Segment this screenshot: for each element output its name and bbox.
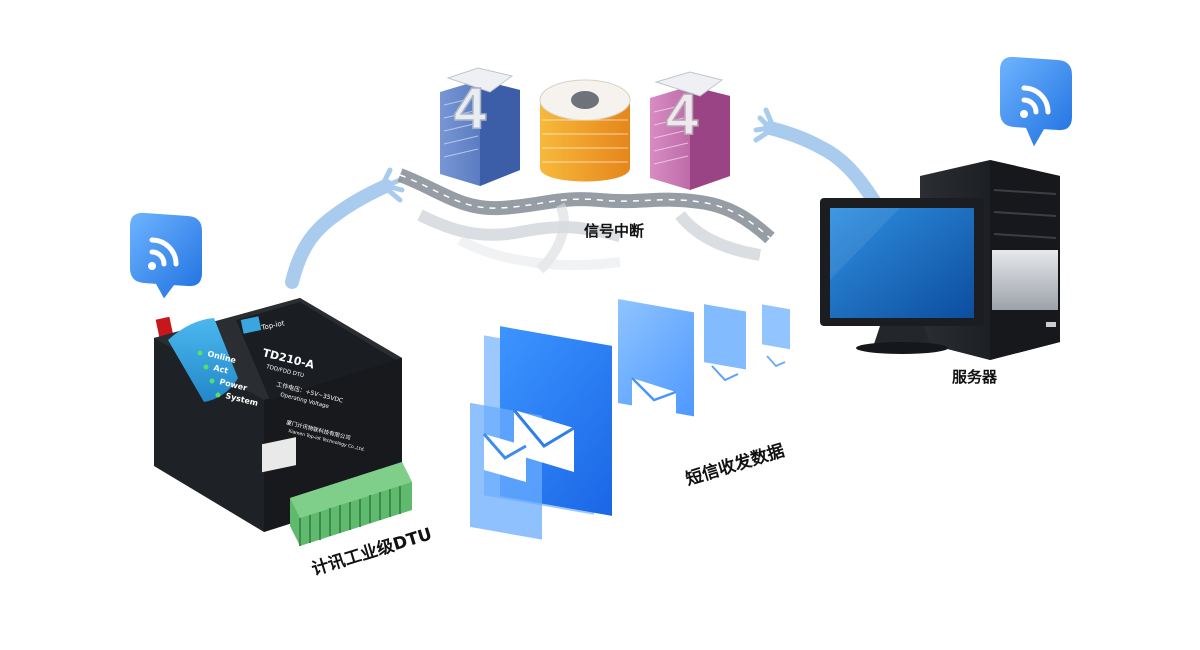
svg-text:4: 4 (666, 82, 698, 147)
building-four-left: 4 (440, 67, 520, 186)
svg-text:Act: Act (213, 363, 230, 375)
server-computer (820, 160, 1060, 360)
road-network (397, 168, 775, 274)
building-zero (539, 79, 631, 182)
wifi-bubble-icon (130, 212, 202, 299)
left-cable (285, 167, 405, 289)
signal-interrupted-label: 信号中断 (584, 222, 645, 240)
building-four-right: 4 (650, 71, 730, 190)
dtu-device: Online Act Power System Top-iot TD210-A … (154, 298, 412, 546)
server-label: 服务器 (952, 368, 998, 386)
mail-icon (470, 298, 790, 540)
svg-text:4: 4 (454, 76, 486, 141)
right-cable (753, 107, 883, 211)
wifi-bubble-icon (1000, 56, 1072, 147)
